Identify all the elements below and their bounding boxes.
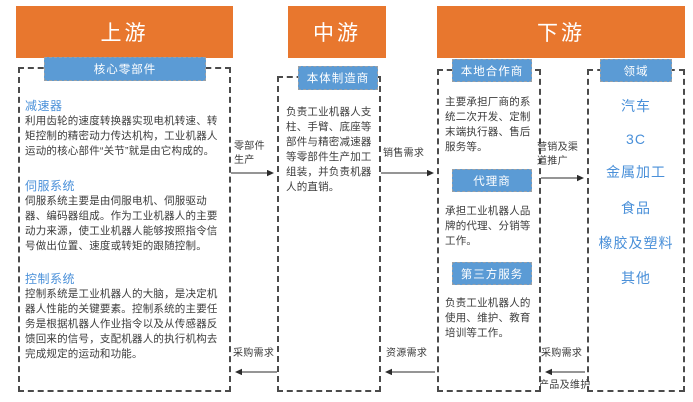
connector-label-procurement-demand-upstream: 采购需求 xyxy=(233,348,275,359)
downstream-local-partner-body: 主要承担厂商的系统二次开发、定制末端执行器、售后服务等。 xyxy=(445,96,531,153)
connector-label-product-maintenance: 产品及维护 xyxy=(539,380,591,391)
downstream-banner: 下游 xyxy=(437,6,685,58)
downstream-chip-local-partner[interactable]: 本地合作商 xyxy=(452,59,532,82)
upstream-section-0-heading: 减速器 xyxy=(25,99,63,113)
downstream-chip-local-partner-label: 本地合作商 xyxy=(460,65,524,78)
downstream-chip-domain-label: 领域 xyxy=(623,65,649,78)
upstream-section-2-heading: 控制系统 xyxy=(25,272,76,286)
upstream-chip-core-components[interactable]: 核心零部件 xyxy=(44,57,206,81)
upstream-banner: 上游 xyxy=(16,6,233,58)
domain-list: 汽车 3C 金属加工 食品 橡胶及塑料 其他 xyxy=(590,96,682,288)
domain-item-2[interactable]: 金属加工 xyxy=(606,164,666,181)
upstream-section-1-body: 伺服系统主要是由伺服电机、伺服驱动器、编码器组成。作为工业机器人的主要动力来源，… xyxy=(25,195,218,252)
upstream-section-1-heading: 伺服系统 xyxy=(25,179,76,193)
connector-label-resource-demand: 资源需求 xyxy=(386,348,428,359)
arrow-upstream-to-midstream xyxy=(231,169,274,177)
downstream-chip-domain[interactable]: 领域 xyxy=(600,59,672,82)
upstream-section-2-body: 控制系统是工业机器人的大脑，是决定机器人性能的关键要素。控制系统的主要任务是根据… xyxy=(25,288,218,360)
upstream-banner-label: 上游 xyxy=(100,22,149,45)
upstream-section-0-body: 利用齿轮的速度转换器实现电机转速、转矩控制的精密动力传达机构，工业机器人运动的核… xyxy=(25,115,218,157)
arrow-downstream-to-midstream xyxy=(385,368,435,376)
domain-item-0[interactable]: 汽车 xyxy=(621,98,651,114)
downstream-chip-agent-label: 代理商 xyxy=(473,175,511,188)
domain-item-5[interactable]: 其他 xyxy=(621,269,651,286)
downstream-chip-agent[interactable]: 代理商 xyxy=(452,169,532,192)
midstream-banner: 中游 xyxy=(288,6,386,58)
midstream-banner-label: 中游 xyxy=(313,22,361,45)
connector-label-procurement-demand-downstream: 采购需求 xyxy=(541,348,583,359)
downstream-banner-label: 下游 xyxy=(537,22,585,45)
arrow-midstream-to-downstream xyxy=(381,169,434,177)
midstream-chip-body-manufacturer[interactable]: 本体制造商 xyxy=(298,66,378,90)
arrow-domain-to-service xyxy=(545,368,585,376)
upstream-chip-label: 核心零部件 xyxy=(93,64,157,76)
connector-label-sales-demand: 销售需求 xyxy=(383,148,425,159)
downstream-chip-third-party-service-label: 第三方服务 xyxy=(460,268,524,281)
downstream-third-party-body: 负责工业机器人的使用、维护、教育培训等工作。 xyxy=(445,297,531,339)
domain-item-3[interactable]: 食品 xyxy=(621,199,651,216)
downstream-agent-body: 承担工业机器人品牌的代理、分销等工作。 xyxy=(445,205,531,247)
connector-label-marketing-channel: 营销及渠 道推广 xyxy=(537,142,579,167)
midstream-chip-label: 本体制造商 xyxy=(306,73,370,85)
domain-item-4[interactable]: 橡胶及塑料 xyxy=(598,234,674,251)
domain-item-1[interactable]: 3C xyxy=(626,131,646,148)
arrow-midstream-to-upstream xyxy=(235,368,277,376)
downstream-chip-third-party-service[interactable]: 第三方服务 xyxy=(452,262,532,285)
connector-label-parts-production: 零部件 生产 xyxy=(234,141,265,166)
midstream-section-0-body: 负责工业机器人支柱、手臂、底座等部件与精密减速器等零部件生产加工组装，并负责机器… xyxy=(286,106,372,193)
arrow-service-to-domain xyxy=(541,174,584,182)
